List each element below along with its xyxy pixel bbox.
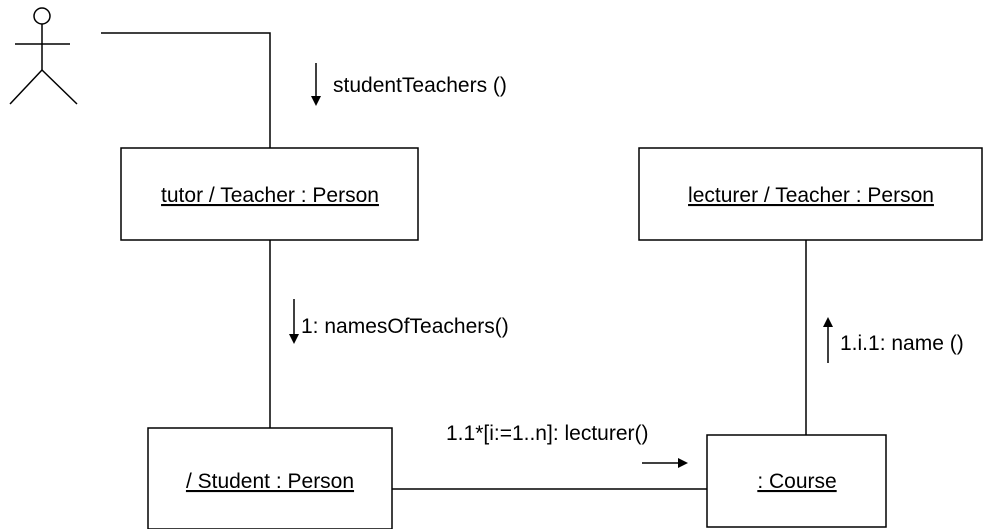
message-student-teachers: studentTeachers ()	[333, 74, 507, 97]
student-object-label: / Student : Person	[186, 470, 354, 493]
lecturer-object-label: lecturer / Teacher : Person	[688, 184, 934, 207]
message-name-call: 1.i.1: name ()	[840, 332, 964, 355]
tutor-object-box[interactable]	[120, 147, 419, 241]
actor-icon	[9, 7, 78, 105]
tutor-object-label: tutor / Teacher : Person	[161, 184, 379, 207]
lecturer-object-box[interactable]	[638, 147, 983, 241]
course-object-label: : Course	[757, 470, 836, 493]
message-names-of-teachers: 1: namesOfTeachers()	[301, 315, 509, 338]
student-object-box[interactable]	[147, 427, 393, 529]
message-lecturer-call: 1.1*[i:=1..n]: lecturer()	[446, 422, 649, 445]
actor-tutor-link	[101, 32, 271, 148]
course-object-box[interactable]	[706, 434, 887, 528]
